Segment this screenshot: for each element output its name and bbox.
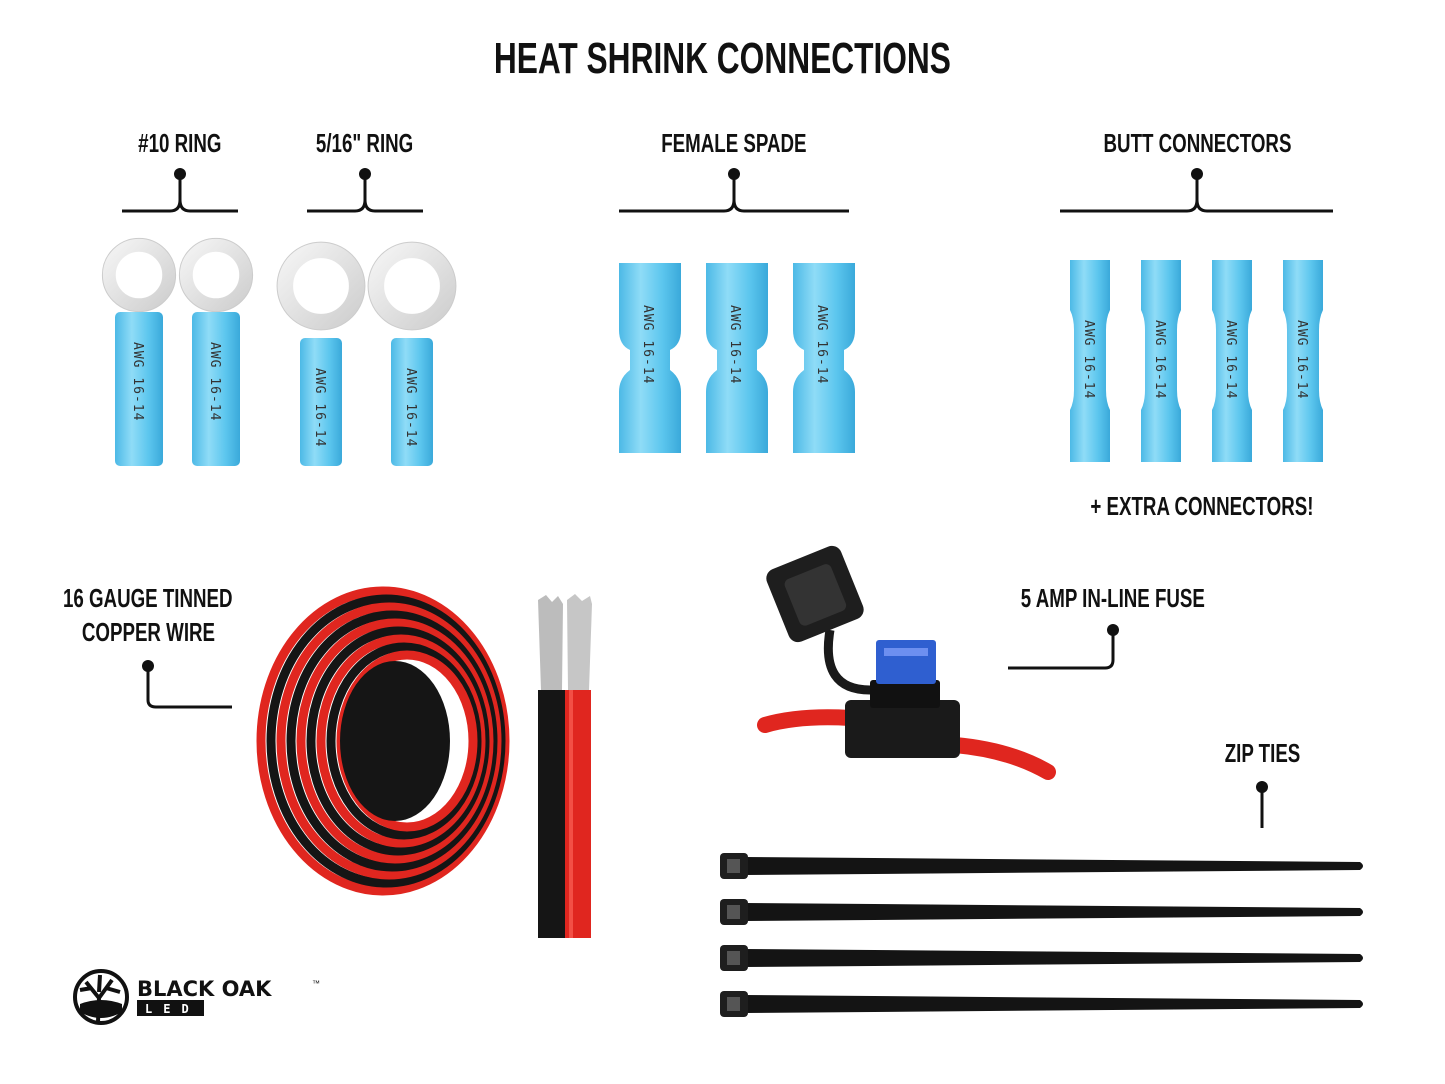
label-extra-connectors: + EXTRA CONNECTORS! — [1090, 491, 1314, 521]
awg-marking: AWG 16-14 — [207, 342, 222, 421]
callout-pointer — [1008, 624, 1119, 670]
black-oak-led-logo: BLACK OAK ™ LED — [73, 969, 320, 1025]
awg-marking: AWG 16-14 — [727, 305, 742, 384]
awg-marking: AWG 16-14 — [403, 368, 418, 447]
zip-tie — [720, 991, 1363, 1017]
awg-marking: AWG 16-14 — [1294, 320, 1309, 399]
awg-marking: AWG 16-14 — [1223, 320, 1238, 399]
bracket-pointer — [307, 168, 423, 213]
bracket-pointer — [122, 168, 238, 213]
label-inline-fuse: 5 AMP IN-LINE FUSE — [1020, 583, 1206, 613]
awg-marking: AWG 16-14 — [640, 305, 655, 384]
awg-marking: AWG 16-14 — [130, 342, 145, 421]
zip-tie — [720, 899, 1363, 925]
butt-connector: AWG 16-14 — [1212, 260, 1252, 462]
ring-terminal: AWG 16-14 — [178, 237, 254, 466]
stripped-wire — [538, 594, 592, 938]
awg-marking: AWG 16-14 — [1152, 320, 1167, 399]
awg-marking: AWG 16-14 — [1081, 320, 1096, 399]
blade-fuse — [876, 640, 936, 684]
label-wire-line2: COPPER WIRE — [81, 617, 215, 647]
female-spade-connector: AWG 16-14 — [793, 263, 855, 453]
bracket-pointer — [1060, 168, 1333, 213]
logo-brand: BLACK OAK — [137, 977, 272, 1001]
inline-fuse-holder — [757, 545, 1056, 780]
label-10-ring: #10 RING — [138, 128, 222, 158]
wire-coil — [256, 586, 510, 896]
zip-tie — [720, 945, 1363, 971]
page-title: HEAT SHRINK CONNECTIONS — [493, 34, 952, 83]
label-zip-ties: ZIP TIES — [1224, 738, 1300, 768]
ring-terminal: AWG 16-14 — [276, 241, 366, 466]
callout-pointer — [142, 660, 232, 709]
awg-marking: AWG 16-14 — [814, 305, 829, 384]
female-spade-connector: AWG 16-14 — [619, 263, 681, 453]
awg-marking: AWG 16-14 — [312, 368, 327, 447]
label-wire-line1: 16 GAUGE TINNED — [63, 583, 233, 613]
logo-sub: LED — [145, 1002, 200, 1016]
label-516-ring: 5/16" RING — [316, 128, 414, 158]
butt-connector: AWG 16-14 — [1141, 260, 1181, 462]
label-butt-connectors: BUTT CONNECTORS — [1103, 128, 1291, 158]
butt-connector: AWG 16-14 — [1070, 260, 1110, 462]
ring-terminal: AWG 16-14 — [367, 241, 457, 466]
butt-connector: AWG 16-14 — [1283, 260, 1323, 462]
bracket-pointer — [619, 168, 849, 213]
callout-pointer — [1256, 781, 1268, 828]
zip-tie — [720, 853, 1363, 879]
ring-terminal: AWG 16-14 — [101, 237, 177, 466]
logo-tm: ™ — [312, 979, 320, 988]
female-spade-connector: AWG 16-14 — [706, 263, 768, 453]
label-female-spade: FEMALE SPADE — [661, 128, 807, 158]
